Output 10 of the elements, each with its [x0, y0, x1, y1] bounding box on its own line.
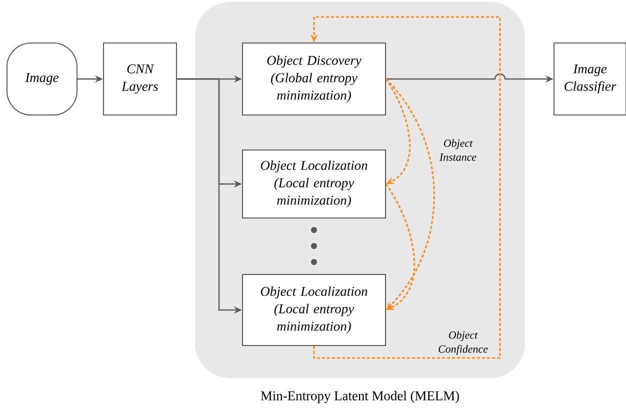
process-box: Object Localization (Local entropy minimization)	[242, 274, 386, 346]
arrow	[385, 78, 411, 184]
process-box: Image Classifier	[554, 42, 626, 116]
process-box: CNN Layers	[103, 42, 177, 116]
edge-label: Object Confidence	[427, 330, 499, 356]
panel-caption: Min-Entropy Latent Model (MELM)	[260, 390, 459, 404]
annotation: Object Instance	[439, 139, 476, 161]
process-box: Object Localization (Local entropy minimization)	[242, 150, 386, 218]
arrow	[385, 184, 416, 310]
process-box: Object Discovery (Global entropy minimization)	[242, 42, 386, 116]
